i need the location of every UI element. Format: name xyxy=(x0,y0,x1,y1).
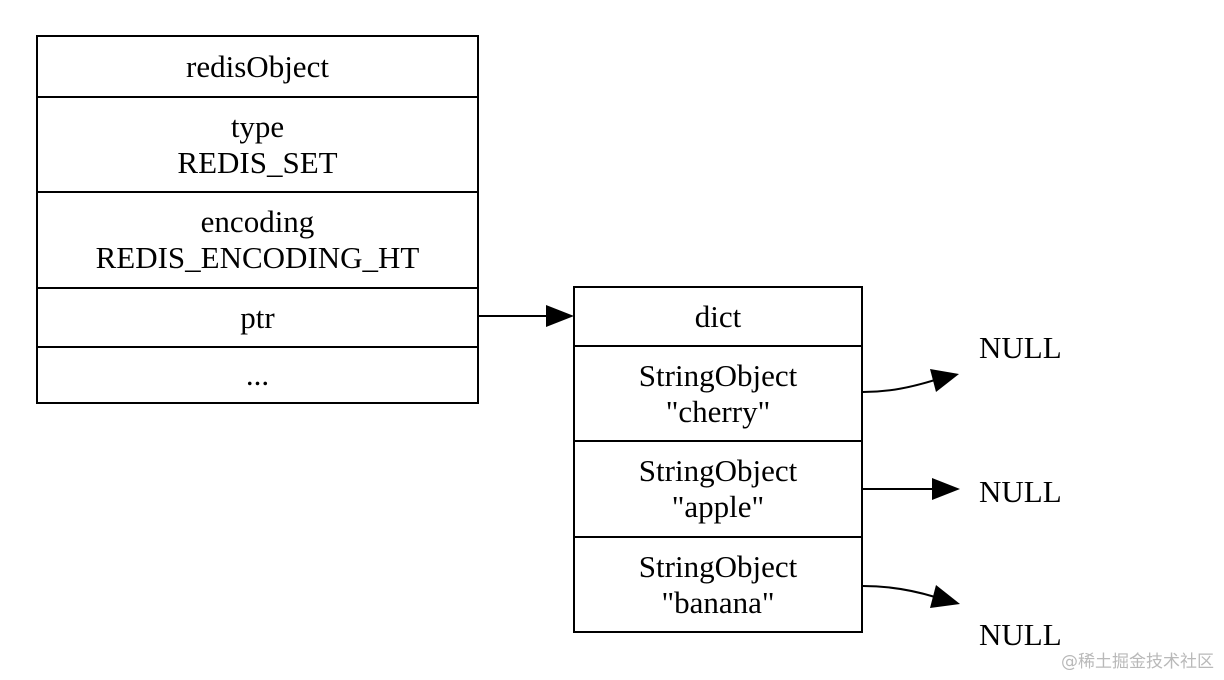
ellipsis-label: ... xyxy=(245,357,270,392)
null-label-cherry: NULL xyxy=(979,330,1062,365)
watermark: @稀土掘金技术社区 xyxy=(1061,652,1214,672)
dict-title: dict xyxy=(575,288,861,347)
entry-value: "banana" xyxy=(661,584,775,620)
edge-apple-to-null xyxy=(863,478,960,500)
encoding-value: REDIS_ENCODING_HT xyxy=(95,240,420,275)
null-label-apple: NULL xyxy=(979,474,1062,509)
dict-record: dict StringObject "cherry" StringObject … xyxy=(573,286,863,633)
arrowhead-apple xyxy=(932,478,960,500)
ptr-label: ptr xyxy=(240,299,275,335)
type-value: REDIS_SET xyxy=(177,144,338,180)
entry-type-label: StringObject xyxy=(638,548,798,584)
edge-ptr-to-dict xyxy=(479,305,574,327)
entry-type-label: StringObject xyxy=(638,357,798,393)
dict-entry-cherry: StringObject "cherry" xyxy=(575,347,861,442)
redis-object-encoding-field: encoding REDIS_ENCODING_HT xyxy=(38,193,477,289)
redis-object-type-field: type REDIS_SET xyxy=(38,98,477,193)
redis-object-title-text: redisObject xyxy=(186,48,329,84)
dict-entry-banana: StringObject "banana" xyxy=(575,538,861,631)
redis-object-record: redisObject type REDIS_SET encoding REDI… xyxy=(36,35,479,404)
entry-value: "apple" xyxy=(671,489,765,524)
encoding-label: encoding xyxy=(200,204,315,239)
edge-cherry-to-null xyxy=(862,369,959,393)
arrowhead-banana xyxy=(930,585,960,608)
type-label: type xyxy=(230,108,285,144)
arrowhead-ptr xyxy=(546,305,574,327)
entry-value: "cherry" xyxy=(665,393,771,429)
dict-entry-apple: StringObject "apple" xyxy=(575,442,861,538)
redis-object-ellipsis-field: ... xyxy=(38,348,477,402)
redis-object-title: redisObject xyxy=(38,37,477,98)
redis-object-ptr-field: ptr xyxy=(38,289,477,348)
null-label-banana: NULL xyxy=(979,617,1062,652)
dict-title-text: dict xyxy=(694,298,742,334)
entry-type-label: StringObject xyxy=(638,453,798,488)
edge-banana-to-null xyxy=(862,585,960,608)
arrowhead-cherry xyxy=(930,369,959,392)
